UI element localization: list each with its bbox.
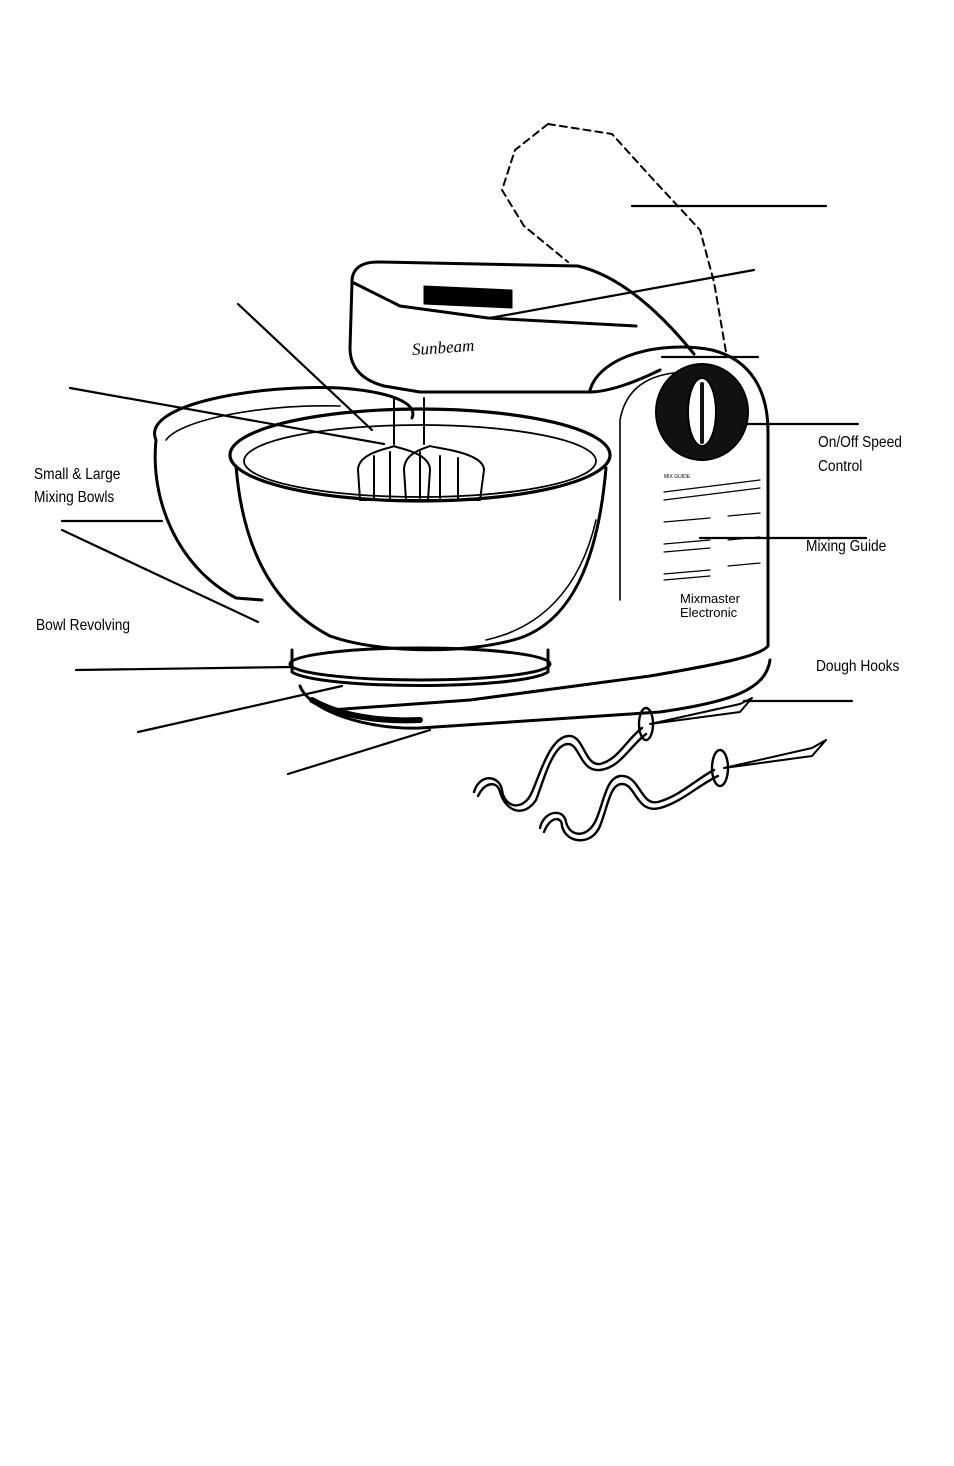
label-speed-control-2: Control bbox=[818, 458, 863, 475]
leader-lines bbox=[60, 204, 868, 776]
label-bowl-revolving: Bowl Revolving bbox=[36, 617, 131, 634]
label-small-large-bowls-2: Mixing Bowls bbox=[34, 489, 115, 506]
label-dough-hooks: Dough Hooks bbox=[816, 658, 900, 675]
large-bowl-body bbox=[234, 464, 608, 652]
tilt-head-dashed-outline bbox=[501, 123, 727, 353]
beaters bbox=[357, 397, 485, 501]
small-bowl bbox=[153, 386, 415, 602]
label-small-large-bowls-1: Small & Large bbox=[34, 466, 121, 483]
dough-hooks-drawing bbox=[472, 697, 827, 842]
label-speed-control-1: On/Off Speed bbox=[818, 434, 902, 451]
turntable bbox=[288, 646, 552, 682]
mixer-head bbox=[348, 260, 696, 394]
model-name-line2: Electronic bbox=[680, 605, 738, 620]
label-mixing-guide: Mixing Guide bbox=[806, 538, 887, 555]
model-name-line1: Mixmaster bbox=[680, 591, 740, 606]
mix-guide-header: MIX GUIDE bbox=[664, 474, 691, 480]
mixing-guide-panel bbox=[663, 479, 761, 581]
stand-column bbox=[328, 345, 770, 712]
